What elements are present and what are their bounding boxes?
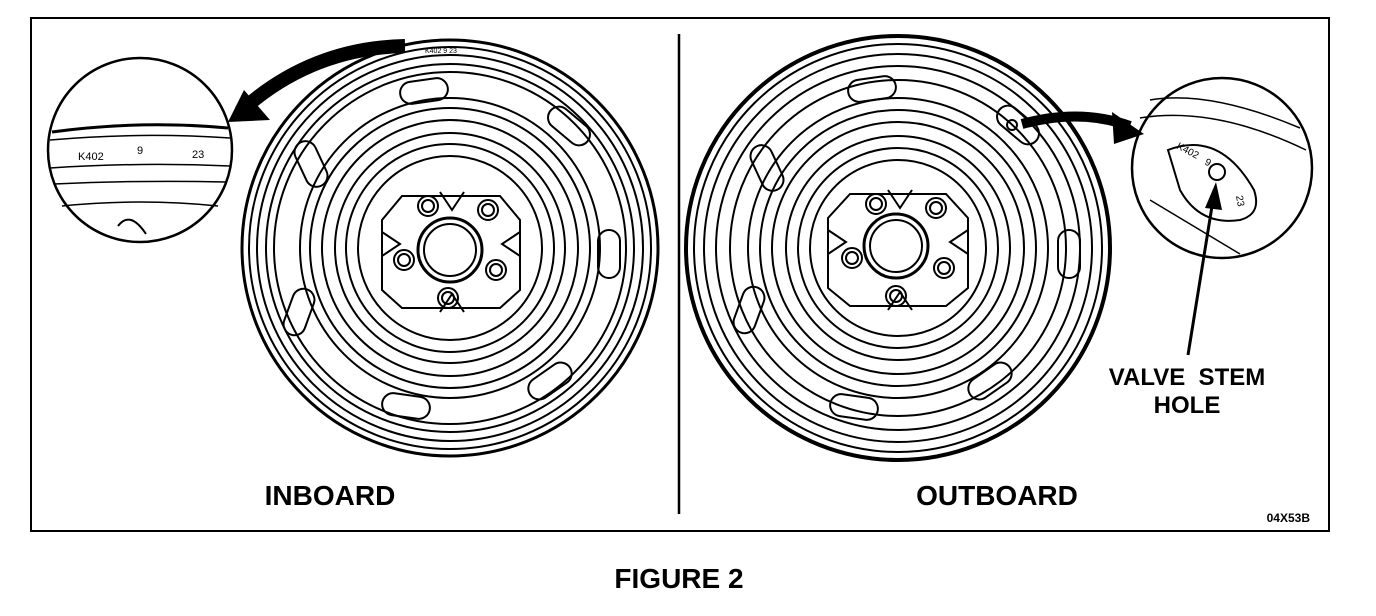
svg-text:K402 9 23: K402 9 23 xyxy=(425,48,457,55)
inboard-detail-magnifier xyxy=(46,56,234,244)
valve-stem-label-line2: HOLE xyxy=(1154,392,1221,419)
outboard-wheel xyxy=(684,34,1112,462)
inboard-label: INBOARD xyxy=(265,480,396,511)
inboard-detail-mark-2: 23 xyxy=(192,149,204,161)
outboard-detail-mark-2: 23 xyxy=(1233,195,1246,208)
valve-stem-arrow xyxy=(1186,182,1222,356)
figure-code: 04X53B xyxy=(1267,511,1311,525)
inboard-arrow xyxy=(228,39,406,122)
figure-frame xyxy=(30,17,1330,532)
valve-stem-label-line1: VALVE STEM xyxy=(1109,364,1265,391)
inboard-detail-part-number: K402 xyxy=(78,151,104,163)
outboard-arrow xyxy=(1020,111,1144,144)
inboard-detail-mark-1: 9 xyxy=(137,145,143,157)
outboard-detail-mark-1: 9 xyxy=(1203,157,1213,170)
outboard-detail-magnifier xyxy=(1130,76,1314,260)
inboard-wheel xyxy=(240,38,660,458)
figure-caption: FIGURE 2 xyxy=(614,563,743,594)
outboard-label: OUTBOARD xyxy=(916,480,1078,511)
